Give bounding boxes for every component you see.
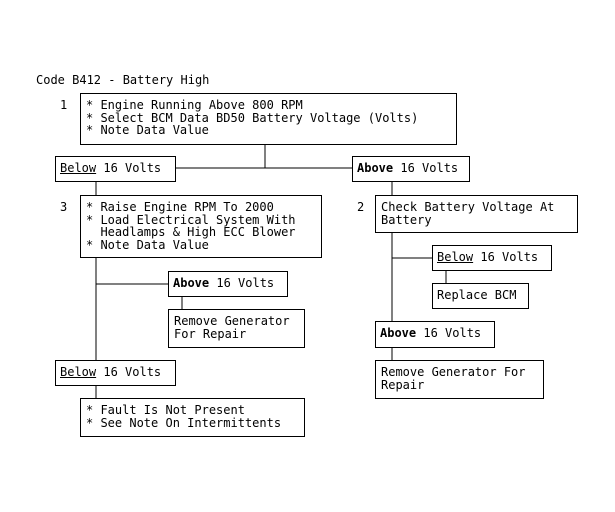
condition-below-step1: Below 16 Volts xyxy=(55,156,176,182)
step-1-line: * Select BCM Data BD50 Battery Voltage (… xyxy=(86,110,419,125)
condition-value: 16 Volts xyxy=(96,365,162,379)
step-1-box: * Engine Running Above 800 RPM * Select … xyxy=(80,93,457,145)
step-number-2: 2 xyxy=(357,200,365,214)
condition-below-label: Below xyxy=(60,161,97,175)
step-number-1: 1 xyxy=(60,98,68,112)
condition-value: 16 Volts xyxy=(209,276,275,290)
result-line: * See Note On Intermittents xyxy=(86,415,282,430)
diagram-title: Code B412 - Battery High xyxy=(36,73,210,87)
step-3-line: * Load Electrical System With xyxy=(86,212,296,227)
step-2-box: Check Battery Voltage At Battery xyxy=(375,195,578,233)
step-3-line: * Raise Engine RPM To 2000 xyxy=(86,200,274,214)
condition-below-label: Below xyxy=(60,365,97,379)
condition-above-step2: Above 16 Volts xyxy=(375,321,495,348)
step-3-line: * Note Data Value xyxy=(86,237,209,252)
result-remove-generator-right: Remove Generator For Repair xyxy=(375,360,544,399)
condition-below-step2: Below 16 Volts xyxy=(432,245,552,271)
step-3-box: * Raise Engine RPM To 2000 * Load Electr… xyxy=(80,195,322,258)
result-fault-not-present: * Fault Is Not Present * See Note On Int… xyxy=(80,398,305,437)
condition-value: 16 Volts xyxy=(416,326,482,340)
result-line: For Repair xyxy=(174,326,247,341)
condition-above-step1: Above 16 Volts xyxy=(352,156,470,182)
step-3-line: Headlamps & High ECC Blower xyxy=(86,225,296,239)
step-1-line: * Engine Running Above 800 RPM xyxy=(86,98,303,112)
step-number-3: 3 xyxy=(60,200,68,214)
condition-above-label: Above xyxy=(380,326,417,340)
step-2-line: Check Battery Voltage At xyxy=(381,200,555,214)
step-1-line: * Note Data Value xyxy=(86,123,209,137)
result-replace-bcm: Replace BCM xyxy=(432,283,529,309)
condition-above-label: Above xyxy=(357,161,394,175)
condition-above-step3: Above 16 Volts xyxy=(168,271,288,297)
result-line: Remove Generator For xyxy=(381,365,526,379)
condition-below-step3: Below 16 Volts xyxy=(55,360,176,386)
condition-above-label: Above xyxy=(173,276,210,290)
condition-below-label: Below xyxy=(437,250,474,264)
condition-value: 16 Volts xyxy=(473,250,539,264)
result-line: Replace BCM xyxy=(437,288,517,302)
result-remove-generator-left: Remove Generator For Repair xyxy=(168,309,305,348)
result-line: Repair xyxy=(381,377,425,392)
result-line: Remove Generator xyxy=(174,314,290,328)
condition-value: 16 Volts xyxy=(393,161,459,175)
result-line: * Fault Is Not Present xyxy=(86,403,245,417)
condition-value: 16 Volts xyxy=(96,161,162,175)
step-2-line: Battery xyxy=(381,212,432,227)
